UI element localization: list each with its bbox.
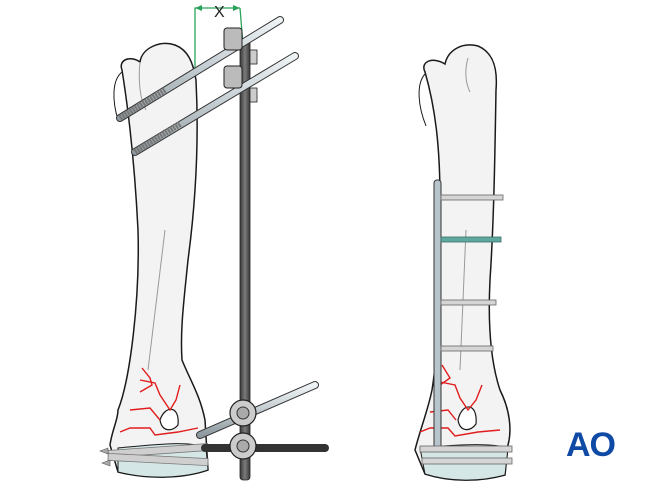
right-panel bbox=[414, 44, 513, 481]
measurement-label: X bbox=[214, 4, 225, 21]
transcondylar-screws-right bbox=[419, 445, 513, 465]
transcondylar-screws-left bbox=[99, 443, 209, 467]
humerus-bone-left bbox=[109, 42, 209, 478]
diaphyseal-screws bbox=[440, 194, 504, 352]
fracture-lines-left bbox=[119, 367, 199, 436]
left-panel bbox=[99, 5, 329, 481]
lateral-plate bbox=[433, 179, 442, 451]
ao-logo: AO bbox=[566, 426, 616, 464]
distal-schanz-pins bbox=[196, 381, 329, 452]
pin-rod-clamps-proximal bbox=[223, 27, 258, 103]
proximal-schanz-pins bbox=[116, 16, 299, 156]
pin-rod-clamps-distal bbox=[229, 399, 257, 460]
